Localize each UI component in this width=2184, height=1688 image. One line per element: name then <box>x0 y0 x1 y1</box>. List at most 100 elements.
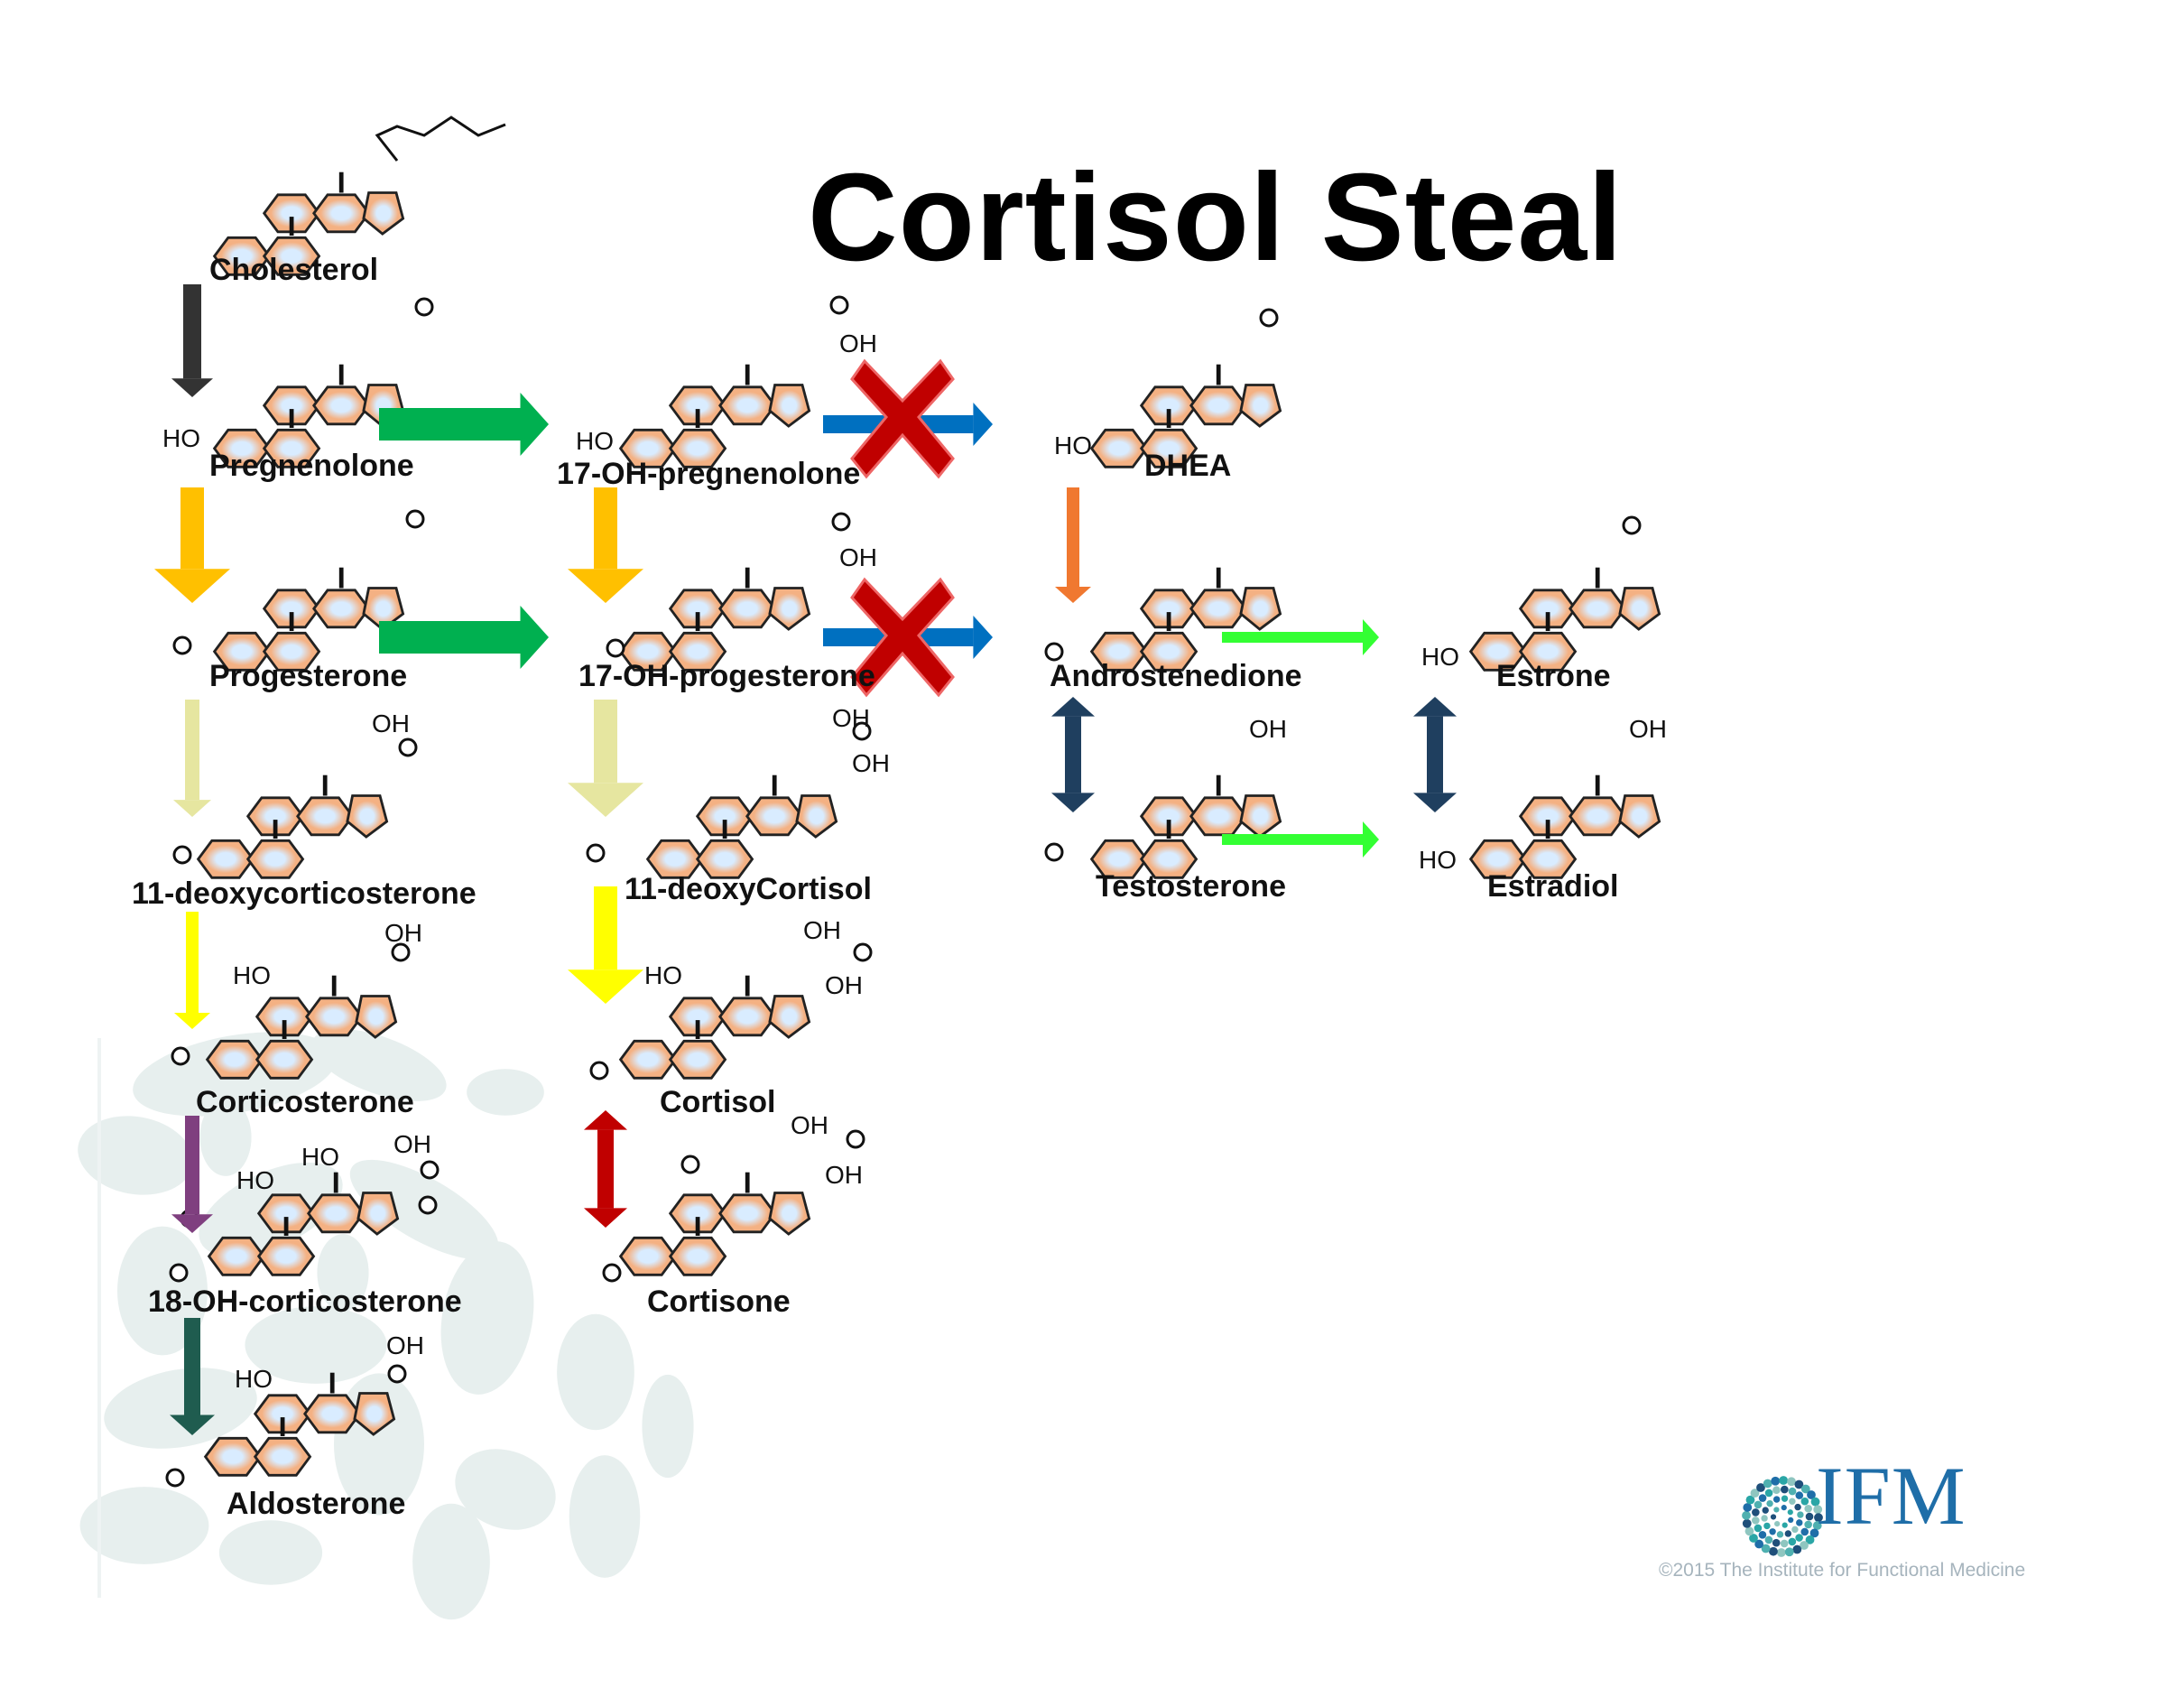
group-oh: OH <box>393 1130 431 1158</box>
molecule-cortisone <box>618 1172 811 1276</box>
logo-dot <box>1805 1512 1814 1521</box>
logo-dot <box>1745 1495 1755 1505</box>
label-17oh-progesterone: 17-OH-progesterone <box>578 659 875 693</box>
oxygen-atom <box>1622 515 1642 535</box>
arrow-progesterone-to-11-deoxycorticosterone <box>173 700 211 817</box>
molecule-11-deoxycortisol <box>645 774 838 879</box>
steroid-ring-d <box>362 191 405 236</box>
steroid-ring <box>303 1394 362 1434</box>
steroid-ring <box>1189 385 1248 426</box>
arrow-pregnenolone-to-progesterone <box>154 487 230 603</box>
steroid-ring <box>1569 796 1627 837</box>
steroid-ring <box>618 1039 678 1080</box>
steroid-ring <box>668 1039 727 1080</box>
steroid-ring-d <box>768 587 811 631</box>
oxygen-atom <box>169 1263 189 1283</box>
steroid-ring <box>1089 839 1149 879</box>
steroid-ring-d <box>1239 587 1282 631</box>
arrow-testosterone-to-estradiol <box>1222 821 1379 858</box>
steroid-ring <box>668 428 727 468</box>
background-oval <box>311 1029 447 1101</box>
background-oval <box>455 1449 556 1530</box>
molecule-cortisol <box>618 975 811 1080</box>
logo-dot <box>1792 1544 1802 1554</box>
background-oval <box>557 1313 634 1431</box>
label-aldosterone: Aldosterone <box>227 1487 406 1521</box>
label-pregnenolone: Pregnenolone <box>209 449 414 483</box>
group-oh: OH <box>1629 715 1667 743</box>
label-11-deoxycortisol: 11-deoxyCortisol <box>625 872 872 906</box>
logo-dot <box>1788 1537 1797 1546</box>
arrow-cortisol-cortisone <box>584 1110 627 1228</box>
logo-dot <box>1762 1507 1769 1514</box>
logo-dot <box>1794 1503 1801 1511</box>
arrow-cholesterol-to-pregnenolone <box>171 284 213 397</box>
background-oval <box>467 1069 544 1116</box>
label-17oh-pregnenolone: 17-OH-pregnenolone <box>557 457 861 491</box>
group-oh: OH <box>825 971 863 999</box>
group-oh: OH <box>372 710 410 737</box>
logo-dot <box>1763 1522 1771 1530</box>
logo-dot <box>1781 1522 1788 1528</box>
steroid-ring-d <box>1618 587 1661 631</box>
steroid-ring <box>207 1236 266 1276</box>
oxygen-atom <box>414 297 434 317</box>
arrow-pregnenolone-to-17oh-pregnenolone <box>379 393 549 456</box>
oxygen-atom <box>172 635 192 655</box>
oxygen-atom <box>829 295 849 315</box>
logo-dot <box>1764 1489 1773 1498</box>
logo-dot <box>1772 1486 1781 1495</box>
ifm-logo-text: IFM <box>1816 1450 1967 1542</box>
steroid-ring-d <box>1239 384 1282 428</box>
steroid-ring <box>695 839 754 879</box>
oxygen-atom <box>853 942 873 962</box>
group-ho: HO <box>301 1143 339 1171</box>
logo-dot <box>1800 1497 1809 1506</box>
oxygen-atom <box>1044 842 1064 862</box>
background-oval <box>440 1241 534 1395</box>
molecule-androstenedione <box>1089 567 1282 672</box>
logo-dot <box>1761 1515 1768 1522</box>
group-ho: HO <box>235 1365 273 1393</box>
background-oval <box>79 1487 209 1564</box>
background-oval <box>412 1503 490 1620</box>
steroid-ring <box>212 236 272 276</box>
ifm-logo-mark-icon <box>1742 1476 1823 1557</box>
steroid-ring <box>254 997 314 1037</box>
arrow-androstenedione-to-estrone <box>1222 619 1379 655</box>
logo-dot <box>1789 1498 1796 1505</box>
logo-dot <box>1758 1494 1767 1502</box>
group-oh: OH <box>852 749 890 777</box>
logo-dot <box>1770 1514 1777 1520</box>
steroid-ring <box>312 193 371 234</box>
background-oval <box>245 1306 387 1384</box>
molecule-estradiol <box>1468 774 1661 879</box>
steroid-ring-d <box>768 1192 811 1236</box>
logo-dot <box>1769 1528 1776 1535</box>
oxygen-atom <box>586 843 606 863</box>
logo-dot <box>1743 1503 1753 1512</box>
molecule-corticosterone <box>205 975 398 1080</box>
logo-dot <box>1813 1505 1823 1515</box>
logo-dot <box>1742 1510 1751 1520</box>
logo-dot <box>1791 1526 1799 1534</box>
logo-dot <box>1771 1476 1781 1486</box>
logo-dot <box>1781 1505 1787 1511</box>
oxygen-atom <box>589 1061 609 1081</box>
steroid-ring <box>212 428 272 468</box>
steroid-ring <box>245 796 305 837</box>
steroid-ring <box>1139 385 1198 426</box>
steroid-ring <box>1139 428 1198 468</box>
arrow-17oh-pregnenolone-to-17oh-progesterone <box>568 487 643 603</box>
group-oh: OH <box>791 1111 828 1139</box>
logo-dot <box>1779 1476 1789 1485</box>
oxygen-atom <box>165 1468 185 1488</box>
steroid-ring <box>1089 428 1149 468</box>
logo-dot <box>1814 1513 1823 1523</box>
logo-dot <box>1780 1539 1789 1548</box>
molecule-dhea <box>1089 364 1282 468</box>
oxygen-atom <box>398 737 418 757</box>
background-oval <box>199 1099 252 1176</box>
oxygen-atom <box>418 1195 438 1215</box>
